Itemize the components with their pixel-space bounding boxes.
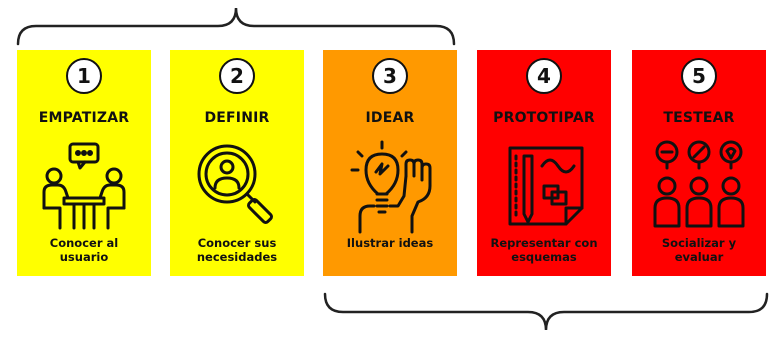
- step-title: EMPATIZAR: [38, 110, 130, 126]
- step-description: Conocer sus necesidades: [196, 236, 278, 264]
- users-feedback-icon: [653, 140, 745, 228]
- magnifier-user-icon: [197, 144, 273, 224]
- bottom-brace: [323, 292, 769, 331]
- step-number: 1: [66, 58, 102, 94]
- step-description: Socializar y evaluar: [661, 236, 737, 264]
- step-card-definir: 2 DEFINIR Conocer sus necesidades: [170, 50, 304, 276]
- step-title: PROTOTIPAR: [493, 110, 595, 126]
- step-card-prototipar: 4 PROTOTIPAR Representar con esquemas: [477, 50, 611, 276]
- step-card-testear: 5 TESTEAR Socializar y evaluar: [632, 50, 766, 276]
- step-number: 3: [372, 58, 408, 94]
- step-card-empatizar: 1 EMPATIZAR Conocer al usuario: [17, 50, 151, 276]
- step-number: 5: [681, 58, 717, 94]
- sketch-prototype-icon: [508, 146, 584, 226]
- step-title: DEFINIR: [204, 110, 270, 126]
- step-card-idear: 3 IDEAR Ilustrar ideas: [323, 50, 457, 276]
- step-description: Conocer al usuario: [49, 236, 119, 264]
- step-description: Representar con esquemas: [490, 236, 598, 264]
- step-number: 2: [219, 58, 255, 94]
- step-description: Ilustrar ideas: [346, 236, 434, 250]
- step-number: 4: [526, 58, 562, 94]
- step-title: IDEAR: [365, 110, 415, 126]
- step-title: TESTEAR: [663, 110, 735, 126]
- lightbulb-idea-icon: [350, 140, 432, 234]
- meeting-icon: [42, 142, 126, 230]
